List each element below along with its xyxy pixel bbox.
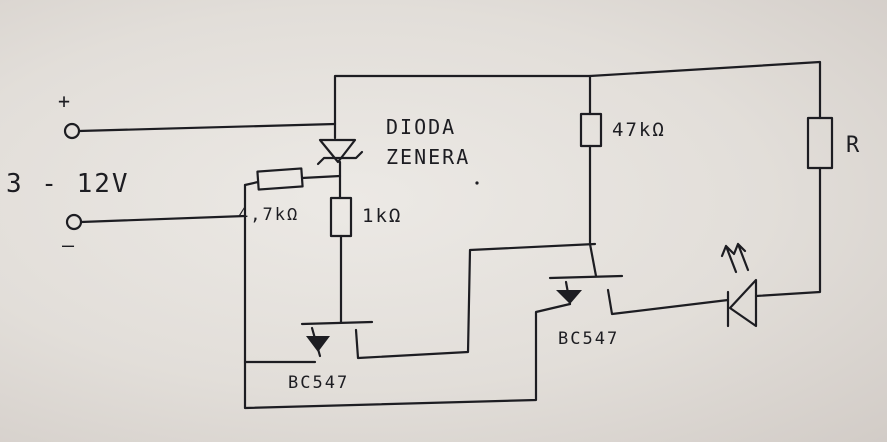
resistor-47k-label: 47kΩ [612,119,666,141]
wire-q1-collector-q2-base [354,242,597,360]
wire-ground-return [243,183,572,410]
resistor-r [806,116,834,170]
wire-positive-input [77,122,337,133]
transistor-q2 [548,274,624,306]
resistor-1k-label: 1kΩ [362,205,402,227]
zener-label-line1: DIODA [386,115,456,139]
zener-label-line2: ZENERA [386,145,470,169]
resistor-r-label: R [846,133,861,158]
positive-terminal [63,122,81,140]
wire-led-to-r [754,166,822,298]
wire-negative-input [79,214,247,224]
transistor-q2-label: BC547 [558,329,619,349]
resistor-1k [329,196,353,238]
led [720,242,758,328]
ink-dot [475,181,479,185]
supply-voltage-label: 3 - 12V [6,169,130,199]
wire-4k7-right [300,174,342,180]
minus-sign: – [62,233,76,257]
transistor-q1 [300,320,374,358]
wire-47k-bottom [588,144,598,278]
plus-sign: + [58,89,72,113]
negative-terminal [65,213,83,231]
wire-q2-to-led [606,288,730,316]
resistor-4k7 [256,167,304,191]
resistor-4k7-label: 4,7kΩ [238,205,299,225]
zener-diode [316,138,364,166]
transistor-q1-label: BC547 [288,373,349,393]
wire-4k7-left [243,180,260,187]
resistor-47k [579,112,603,148]
